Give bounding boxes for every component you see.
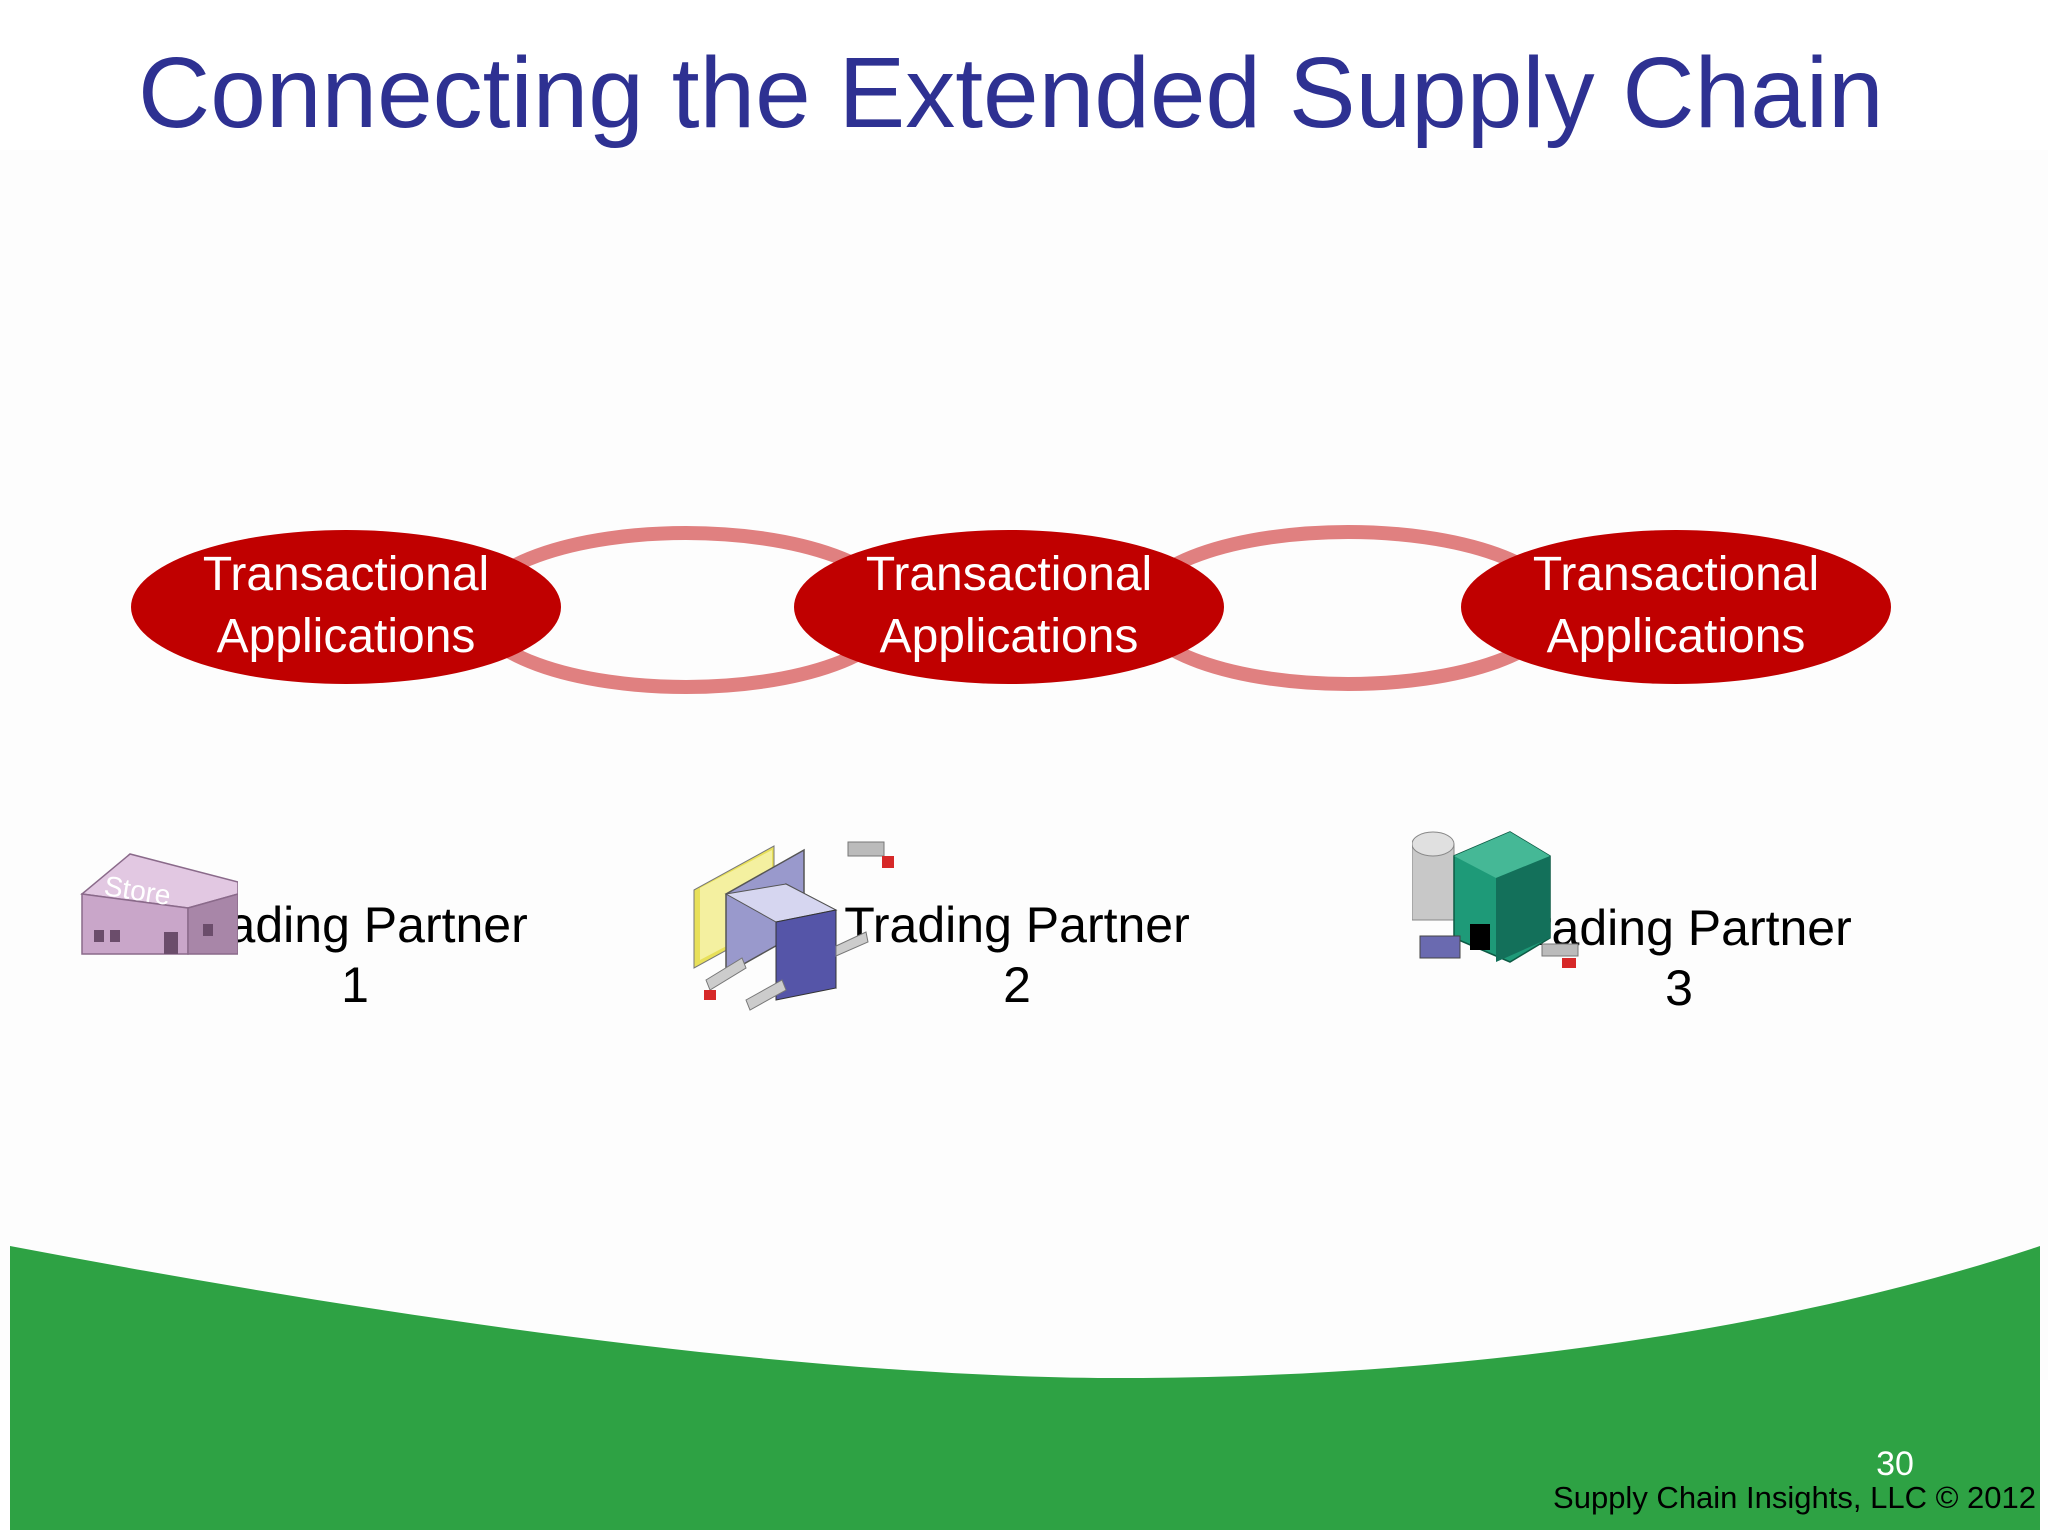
store-building-icon: Store	[80, 853, 238, 955]
copyright-notice: Supply Chain Insights, LLC © 2012	[1553, 1480, 2036, 1515]
trading-partner-name: Trading Partner	[844, 897, 1190, 953]
application-label-2: Transactional Applications	[794, 544, 1224, 668]
distribution-center-icon	[693, 841, 894, 1011]
application-ellipse-3[interactable]	[1461, 530, 1891, 684]
factory-icon	[1412, 831, 1579, 968]
application-label-3: Transactional Applications	[1461, 544, 1891, 668]
application-label-line1: Transactional	[1532, 548, 1820, 601]
application-label-line1: Transactional	[865, 548, 1153, 601]
application-label-line2: Applications	[1546, 610, 1806, 663]
slide-background	[0, 150, 2048, 1380]
application-label-1: Transactional Applications	[131, 544, 561, 668]
application-ellipse-1[interactable]	[131, 530, 561, 684]
application-label-line2: Applications	[216, 610, 476, 663]
trading-partner-number: 1	[341, 957, 369, 1013]
application-ellipse-2[interactable]	[794, 530, 1224, 684]
trading-partner-number: 3	[1665, 960, 1693, 1016]
supply-chain-diagram	[131, 525, 1891, 694]
trading-partner-name: Trading Partner	[182, 897, 528, 953]
slide-title: Connecting the Extended Supply Chain	[138, 37, 1884, 149]
application-label-line2: Applications	[879, 610, 1139, 663]
trading-partner-label-1: Trading Partner 1	[140, 895, 570, 1015]
application-label-line1: Transactional	[202, 548, 490, 601]
trading-partner-number: 2	[1003, 957, 1031, 1013]
page-number: 30	[1876, 1445, 1914, 1483]
trading-partner-label-2: Trading Partner 2	[802, 895, 1232, 1015]
footer-green-curve	[10, 1246, 2040, 1530]
